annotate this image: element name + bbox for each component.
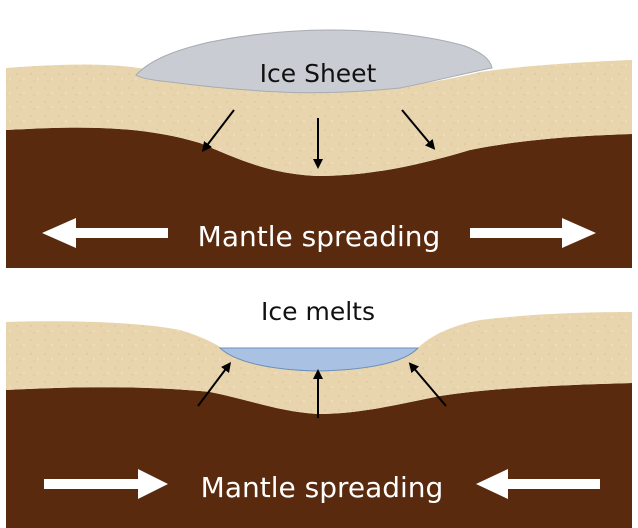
top-panel: Ice Sheet Mantle spreading: [6, 29, 632, 268]
bottom-panel: Ice melts Mantle spreading: [6, 297, 632, 528]
mantle-arrow-right-inward: [476, 469, 600, 499]
mantle-arrow-right-outward: [470, 218, 596, 248]
bottom-mantle-layer: [6, 383, 632, 528]
depression-arrow-right: [401, 109, 436, 150]
mantle-arrow-left-inward: [44, 469, 168, 499]
rebound-arrow-right: [408, 362, 447, 407]
depression-arrow-left: [201, 109, 235, 152]
top-mantle-label: Mantle spreading: [198, 220, 441, 253]
bottom-mantle-label: Mantle spreading: [201, 471, 444, 504]
rebound-arrow-left: [197, 362, 231, 407]
mantle-arrow-left-outward: [42, 218, 168, 248]
ice-melts-label: Ice melts: [261, 297, 375, 326]
ice-sheet-label: Ice Sheet: [260, 59, 377, 88]
ice-sheet: [135, 29, 493, 94]
